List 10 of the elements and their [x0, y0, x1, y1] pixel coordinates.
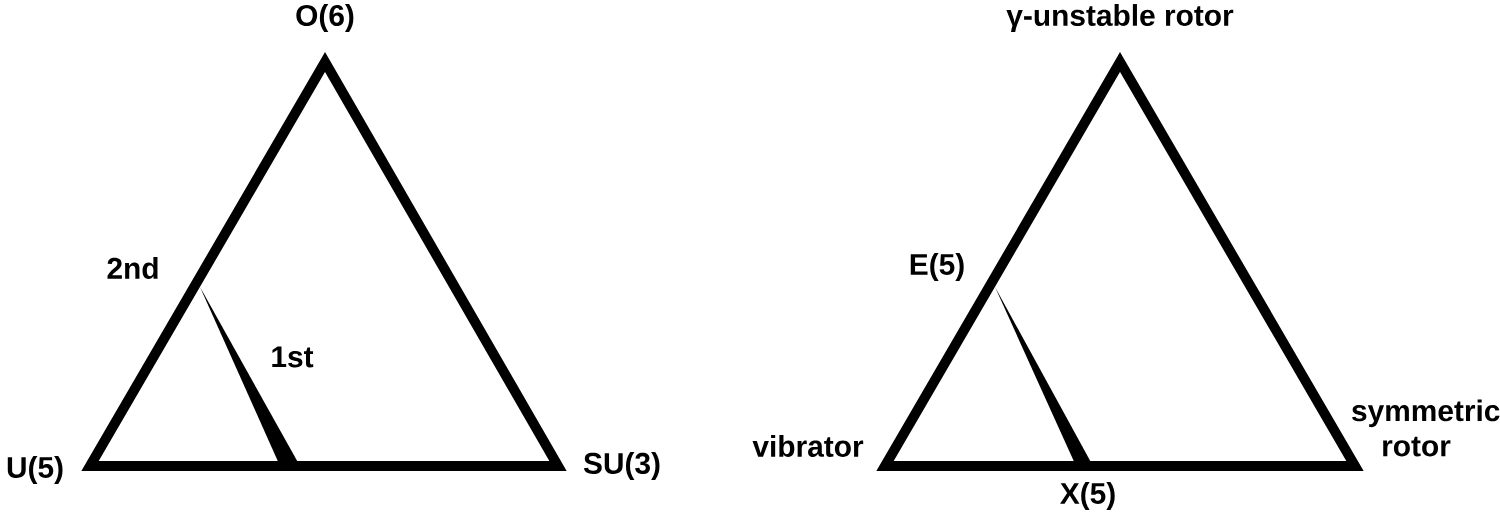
vertex-label: SU(3)	[583, 452, 660, 480]
vertex-label: O(6)	[296, 4, 354, 32]
vertex-label: U(5)	[7, 456, 63, 484]
point-label: 2nd	[107, 257, 158, 279]
vertex-label: symmetric rotor	[1352, 399, 1500, 457]
vertex-label: γ-unstable rotor	[1006, 4, 1234, 32]
point-label: E(5)	[910, 253, 964, 281]
point-label: 1st	[272, 346, 314, 368]
vertex-label: vibrator	[752, 435, 864, 457]
point-label: X(5)	[1060, 482, 1115, 510]
